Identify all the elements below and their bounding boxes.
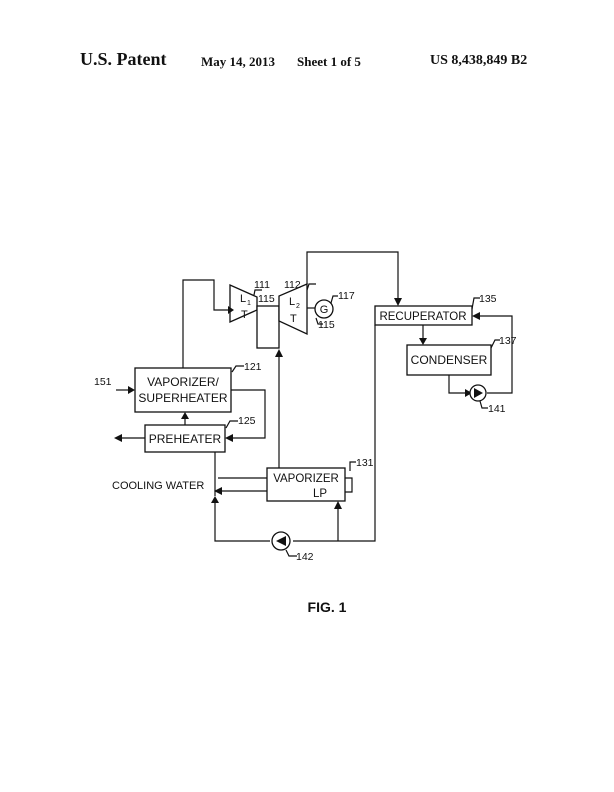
turbine-l2-label: L: [289, 296, 295, 308]
turbine-l1-t: T: [241, 309, 248, 321]
arrow-recuperator-return: [472, 312, 480, 320]
vaporizer-lp-label-2: LP: [313, 488, 327, 500]
turbine-l2-t: T: [290, 313, 297, 325]
arrow-cooling-out: [214, 487, 222, 495]
generator-label: G: [320, 304, 329, 316]
ref-111: 111: [254, 279, 270, 291]
ref-leaders: [225, 283, 500, 557]
vaporizer-superheater-block: VAPORIZER/ SUPERHEATER: [134, 367, 232, 413]
ref-135: 135: [479, 293, 497, 305]
ref-137: 137: [499, 335, 517, 347]
arrow-151-in: [128, 386, 135, 394]
flow-lines: [114, 251, 513, 542]
sheet-number: Sheet 1 of 5: [297, 54, 361, 69]
vaporizer-superheater-label-2: SUPERHEATER: [138, 391, 227, 405]
ref-125: 125: [238, 415, 256, 427]
arrow-condenser-inlet: [419, 338, 427, 345]
vaporizer-lp-block: VAPORIZER LP: [266, 467, 346, 502]
preheater-block: PREHEATER: [144, 424, 226, 453]
ref-121: 121: [244, 361, 262, 373]
ref-115-top: 115: [258, 293, 275, 305]
recuperator-label: RECUPERATOR: [379, 311, 466, 323]
arrow-crossover-in: [275, 349, 283, 357]
arrow-vaporizer-lp-in: [334, 501, 342, 509]
preheater-label: PREHEATER: [149, 432, 222, 446]
vaporizer-superheater-label-1: VAPORIZER/: [147, 375, 219, 389]
condenser-block: CONDENSER: [406, 344, 492, 376]
turbine-l2: L 2 T: [278, 283, 308, 336]
arrow-recuperator-inlet: [394, 298, 402, 306]
turbine-l1-sub: 1: [247, 300, 251, 307]
condenser-label: CONDENSER: [411, 353, 488, 367]
ref-117: 117: [338, 290, 355, 302]
recuperator-block: RECUPERATOR: [374, 305, 473, 326]
arrow-superheater-in: [181, 412, 189, 419]
arrow-preheater-up: [211, 496, 219, 503]
arrow-pump-141-in: [465, 389, 472, 397]
ref-112: 112: [284, 279, 301, 291]
vaporizer-lp-label-1: VAPORIZER: [273, 473, 339, 485]
ref-142: 142: [296, 551, 314, 563]
arrow-preheater-hot-in: [225, 434, 233, 442]
patent-date: May 14, 2013: [201, 54, 276, 69]
arrow-turbine-inlet: [228, 306, 234, 314]
generator: G: [307, 299, 334, 319]
turbine-l1-label: L: [240, 293, 246, 305]
figure-caption: FIG. 1: [308, 599, 347, 615]
patent-number: US 8,438,849 B2: [430, 53, 528, 68]
ref-131: 131: [356, 457, 374, 469]
ref-151: 151: [94, 376, 112, 388]
patent-label: U.S. Patent: [80, 49, 167, 69]
turbine-l1: L 1 T: [229, 283, 258, 324]
ref-141: 141: [488, 403, 506, 415]
ref-115-bottom: 115: [318, 319, 335, 331]
cooling-water-label: COOLING WATER: [112, 480, 204, 492]
pump-141: [469, 384, 487, 402]
turbine-l2-sub: 2: [296, 303, 300, 310]
arrow-preheater-out: [114, 434, 122, 442]
crossover-box-115: [256, 305, 280, 349]
pump-142: [271, 531, 291, 551]
